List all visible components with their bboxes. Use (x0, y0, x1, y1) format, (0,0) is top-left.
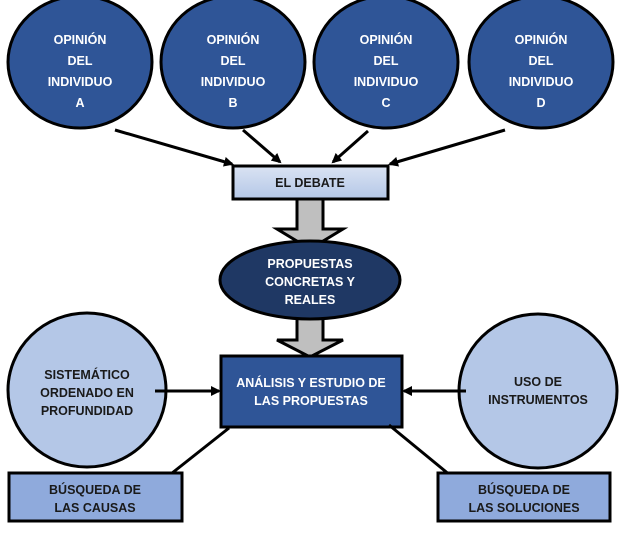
debate-label: EL DEBATE (275, 176, 345, 190)
causes-line-2: LAS CAUSAS (54, 501, 135, 515)
instruments-node: USO DE INSTRUMENTOS (457, 312, 619, 470)
arrow-a-to-debate (114, 128, 234, 167)
opinion-node-c: OPINIÓN DEL INDIVIDUO C (312, 0, 460, 130)
opinion-b-line-2: DEL (221, 54, 246, 68)
instruments-line-2: INSTRUMENTOS (488, 393, 588, 407)
proposals-line-3: REALES (285, 293, 336, 307)
opinion-a-line-1: OPINIÓN (54, 32, 107, 47)
solutions-line-1: BÚSQUEDA DE (478, 482, 570, 497)
proposals-line-2: CONCRETAS Y (265, 275, 355, 289)
instruments-line-1: USO DE (514, 375, 562, 389)
opinion-b-line-1: OPINIÓN (207, 32, 260, 47)
arrow-d-to-debate (388, 128, 506, 167)
opinion-d-line-4: D (536, 96, 545, 110)
proposals-line-1: PROPUESTAS (267, 257, 352, 271)
opinion-a-line-3: INDIVIDUO (48, 75, 113, 89)
opinion-d-line-1: OPINIÓN (515, 32, 568, 47)
opinion-node-d: OPINIÓN DEL INDIVIDUO D (467, 0, 615, 130)
causes-node: BÚSQUEDA DE LAS CAUSAS (7, 471, 184, 523)
systematic-node: SISTEMÁTICO ORDENADO EN PROFUNDIDAD (6, 311, 168, 469)
debate-node: EL DEBATE (231, 164, 390, 201)
opinion-node-a: OPINIÓN DEL INDIVIDUO A (6, 0, 154, 130)
opinion-c-line-3: INDIVIDUO (354, 75, 419, 89)
opinion-d-line-2: DEL (529, 54, 554, 68)
opinion-d-line-3: INDIVIDUO (509, 75, 574, 89)
opinion-a-line-2: DEL (68, 54, 93, 68)
systematic-line-2: ORDENADO EN (40, 386, 134, 400)
arrow-c-to-debate (331, 129, 369, 164)
block-arrow-debate-to-proposals (271, 197, 349, 251)
analysis-line-2: LAS PROPUESTAS (254, 394, 368, 408)
opinion-a-line-4: A (75, 96, 84, 110)
causes-line-1: BÚSQUEDA DE (49, 482, 141, 497)
opinion-node-b: OPINIÓN DEL INDIVIDUO B (159, 0, 307, 130)
analysis-node: ANÁLISIS Y ESTUDIO DE LAS PROPUESTAS (219, 354, 404, 429)
opinion-c-line-2: DEL (374, 54, 399, 68)
arrow-b-to-debate (242, 128, 282, 164)
opinion-b-line-4: B (228, 96, 237, 110)
analysis-line-1: ANÁLISIS Y ESTUDIO DE (236, 375, 386, 390)
opinion-c-line-4: C (381, 96, 390, 110)
opinion-b-line-3: INDIVIDUO (201, 75, 266, 89)
arrow-analysis-to-solutions (388, 423, 458, 482)
systematic-line-1: SISTEMÁTICO (44, 367, 130, 382)
opinion-c-line-1: OPINIÓN (360, 32, 413, 47)
solutions-line-2: LAS SOLUCIONES (468, 501, 579, 515)
solutions-node: BÚSQUEDA DE LAS SOLUCIONES (436, 471, 612, 523)
proposals-node: PROPUESTAS CONCRETAS Y REALES (218, 239, 402, 321)
systematic-line-3: PROFUNDIDAD (41, 404, 133, 418)
